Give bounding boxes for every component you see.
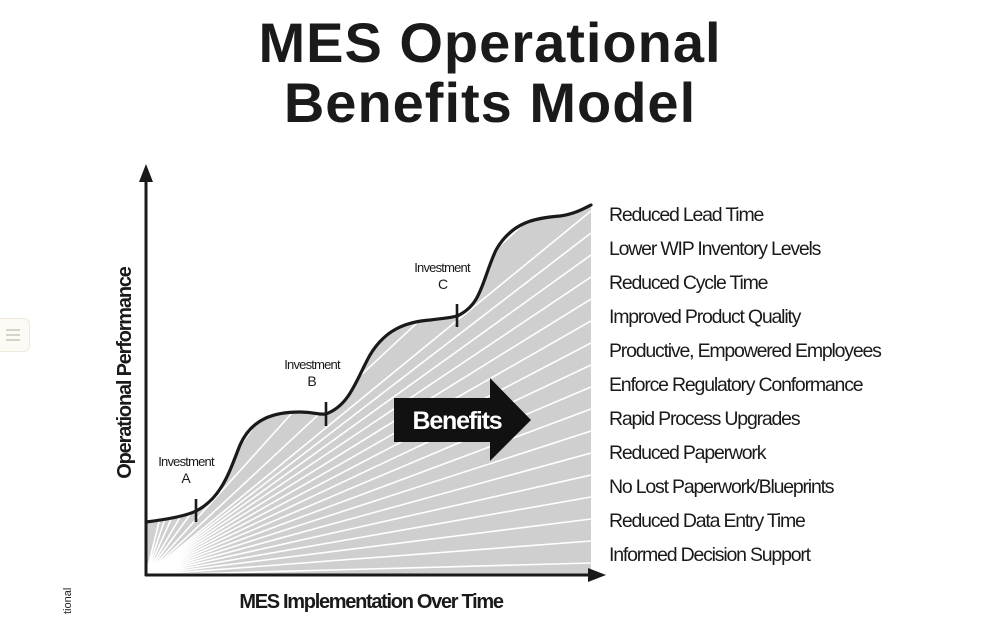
benefit-item: Enforce Regulatory Conformance	[609, 374, 864, 396]
y-axis-label: Operational Performance	[114, 266, 136, 478]
side-menu-tab[interactable]	[0, 318, 30, 352]
investment-a-label: Investment	[158, 454, 215, 469]
benefit-item: Rapid Process Upgrades	[609, 408, 801, 430]
investment-a-letter: A	[181, 470, 191, 486]
performance-curve	[144, 203, 593, 524]
benefits-arrow-label: Benefits	[412, 407, 501, 435]
x-axis-arrow-icon	[588, 568, 606, 582]
benefit-item: Reduced Paperwork	[609, 442, 766, 464]
title-line-1: MES Operational	[258, 11, 722, 74]
menu-icon	[6, 329, 20, 331]
investment-b-label: Investment	[284, 357, 341, 372]
performance-area	[146, 205, 591, 575]
menu-icon-bar	[6, 334, 20, 336]
investment-b-letter: B	[307, 373, 316, 389]
title-line-2: Benefits Model	[283, 71, 697, 134]
benefit-item: Informed Decision Support	[609, 544, 811, 566]
benefit-item: Reduced Cycle Time	[609, 272, 769, 294]
benefit-item: Reduced Lead Time	[609, 204, 764, 226]
investment-c-label: Investment	[414, 260, 471, 275]
benefit-item: Lower WIP Inventory Levels	[609, 238, 821, 260]
x-axis-label: MES Implementation Over Time	[239, 591, 503, 613]
benefit-item: Improved Product Quality	[609, 306, 801, 328]
investment-c-letter: C	[438, 276, 448, 292]
menu-icon-bar	[6, 339, 20, 341]
benefit-item: No Lost Paperwork/Blueprints	[609, 476, 835, 498]
radiating-lines	[146, 205, 591, 575]
y-axis-arrow-icon	[139, 164, 153, 182]
benefits-arrow-icon	[394, 378, 531, 461]
benefit-item: Productive, Empowered Employees	[609, 340, 882, 362]
benefit-item: Reduced Data Entry Time	[609, 510, 806, 532]
